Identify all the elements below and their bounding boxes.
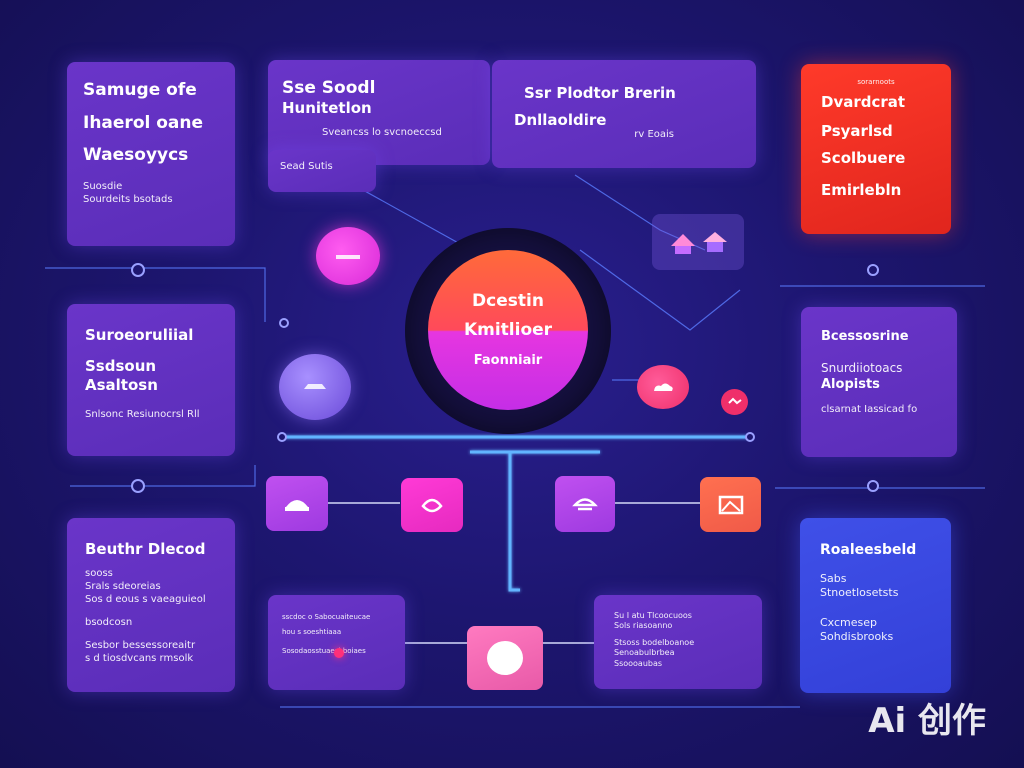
card-title: Samuge ofe xyxy=(83,80,197,100)
card-title: Psyarlsd xyxy=(821,121,893,140)
card-text: Stnoetlosetsts xyxy=(820,585,899,599)
hub-title: Kmitlioer xyxy=(463,319,553,340)
card-text: Sos d eous s vaeaguieol xyxy=(85,593,206,605)
card-text: hou s soeshtiaaa xyxy=(282,628,342,637)
link-icon xyxy=(727,397,742,405)
card-title: Beuthr Dlecod xyxy=(85,540,206,558)
wire-left-bot xyxy=(70,465,256,487)
card-title: Ssdsoun xyxy=(85,356,157,375)
purple-orb[interactable] xyxy=(279,354,351,420)
card-text: Sabs xyxy=(820,571,847,585)
card-text: Sosodaosstuaesbboiaes xyxy=(282,647,366,656)
card-title: Ihaerol oane xyxy=(83,113,204,134)
pink-orb-right[interactable] xyxy=(637,365,689,409)
card-text: Senoabulbrbea xyxy=(614,648,675,658)
card-text: clsarnat Iassicad fo xyxy=(821,404,918,416)
card-text: sorarnoots xyxy=(857,78,895,86)
central-hub[interactable]: Dcestin Kmitlioer Faonniair xyxy=(428,250,588,410)
card-top-left[interactable]: Samuge ofe Ihaerol oane Waesoyycs Suosdi… xyxy=(67,62,235,246)
cap-icon xyxy=(572,498,598,511)
card-title: Dnllaoldire xyxy=(514,110,607,129)
joint-dot xyxy=(279,318,289,328)
card-mid-right[interactable]: Bcessosrine Snurdiiotoacs Alopists clsar… xyxy=(801,307,957,457)
card-text: Cxcmesep xyxy=(820,616,878,630)
device-icon xyxy=(336,255,360,259)
card-bot-mid-right[interactable]: Su I atu Tlcoocuoos Sols riasoanno Stsos… xyxy=(594,595,762,689)
card-bot-left[interactable]: Beuthr Dlecod sooss Srals sdeoreias Sos … xyxy=(67,518,235,692)
card-text: sscdoc o Sabocuaiteucae xyxy=(282,613,371,621)
node-toggle[interactable] xyxy=(467,626,543,690)
card-text: Su I atu Tlcoocuoos xyxy=(614,611,692,620)
joint-dot xyxy=(131,479,145,493)
hat-icon xyxy=(285,499,309,511)
joint-dot xyxy=(131,263,145,277)
card-text: Snurdiiotoacs xyxy=(821,361,903,376)
joint-dot xyxy=(277,432,287,442)
card-text: Snlsonc Resiunocrsl Rll xyxy=(85,409,200,421)
node-icon-4[interactable] xyxy=(700,477,761,532)
wire-right-top-hub xyxy=(579,249,741,331)
hub-title: Dcestin xyxy=(472,291,544,312)
home-icon xyxy=(671,232,727,254)
card-title: Asaltosn xyxy=(85,375,158,394)
card-text: Sourdeits bsotads xyxy=(83,193,173,205)
wire-main-vertical xyxy=(508,452,520,592)
joint-dot xyxy=(867,264,879,276)
pink-orb[interactable] xyxy=(316,227,380,285)
joint-dot xyxy=(867,480,879,492)
card-title: Sse Soodl xyxy=(282,78,376,98)
node-icon-3[interactable] xyxy=(555,476,615,532)
card-title: Dvardcrat xyxy=(821,93,906,112)
card-text: s d tiosdvcans rmsolk xyxy=(85,652,194,664)
card-title: Roaleesbeld xyxy=(820,542,917,558)
card-top-mid2[interactable]: Ssr Plodtor Brerin Dnllaoldire rv Eoais xyxy=(492,60,756,168)
card-text: Stsoss bodelboanoe xyxy=(614,637,695,647)
hub-subtitle: Faonniair xyxy=(473,352,543,368)
card-title: Scolbuere xyxy=(821,148,906,167)
card-top-mid[interactable]: Sse Soodl Hunitetlon Sveancss lo svcnoec… xyxy=(268,60,490,165)
card-text: rv Eoais xyxy=(634,128,674,140)
node-icon-2[interactable] xyxy=(401,478,463,532)
card-title: Emirlebln xyxy=(821,181,902,200)
node-icon-1[interactable] xyxy=(266,476,328,531)
card-title: Ssr Plodtor Brerin xyxy=(524,84,676,102)
joint-dot xyxy=(745,432,755,442)
status-dot xyxy=(334,648,344,658)
wire-left-top xyxy=(45,267,266,322)
card-text: Sead Sutis xyxy=(280,161,333,172)
card-mid-left[interactable]: Suroeoruliial Ssdsoun Asaltosn Snlsonc R… xyxy=(67,304,235,456)
card-text: Suosdie xyxy=(83,180,123,192)
card-bot-mid-left[interactable]: sscdoc o Sabocuaiteucae hou s soeshtiaaa… xyxy=(268,595,405,690)
card-top-right[interactable]: sorarnoots Dvardcrat Psyarlsd Scolbuere … xyxy=(801,64,951,234)
watermark-logo: Ai 创作 xyxy=(868,701,986,741)
card-title: Bcessosrine xyxy=(821,329,909,344)
small-red-orb[interactable] xyxy=(721,389,748,415)
shield-icon xyxy=(421,498,443,513)
image-icon xyxy=(718,495,743,514)
top-floating-icon[interactable] xyxy=(652,214,744,270)
card-text: Srals sdeoreias xyxy=(85,580,161,592)
card-text: Sveancss lo svcnoeccsd xyxy=(322,127,442,138)
card-top-mid-tab[interactable]: Sead Sutis xyxy=(268,150,376,192)
card-text: Sols riasoanno xyxy=(614,621,673,631)
card-text: Ssoooaubas xyxy=(614,658,663,668)
card-text: bsodcosn xyxy=(85,616,133,628)
card-text: sooss xyxy=(85,567,113,579)
card-title: Suroeoruliial xyxy=(85,326,194,344)
device-icon xyxy=(304,384,326,389)
card-bot-right[interactable]: Roaleesbeld Sabs Stnoetlosetsts Cxcmesep… xyxy=(800,518,951,693)
card-title: Hunitetlon xyxy=(282,99,372,118)
card-text: Sohdisbrooks xyxy=(820,630,894,644)
card-text: Sesbor bessessoreaitr xyxy=(85,639,196,651)
cloud-icon xyxy=(654,383,673,391)
card-title: Alopists xyxy=(821,376,880,392)
toggle-knob xyxy=(487,641,523,675)
card-title: Waesoyycs xyxy=(83,144,189,165)
